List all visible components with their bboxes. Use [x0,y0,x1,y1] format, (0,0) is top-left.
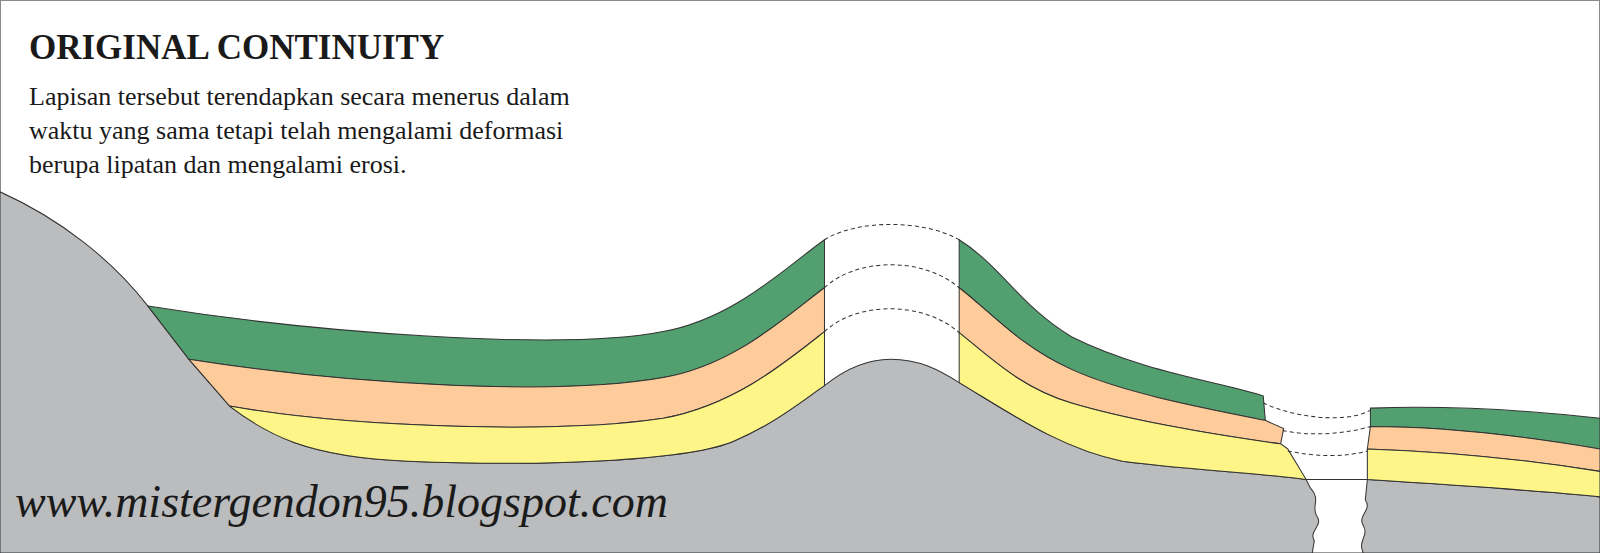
yellow-layer [1367,449,1600,497]
yellow-layer [230,332,825,464]
eroded-outline [824,224,1370,455]
watermark: www.mistergendon95.blogspot.com [15,474,668,530]
diagram-title: ORIGINAL CONTINUITY [29,27,444,69]
yellow-layer [959,333,1306,480]
erosion-crack [1306,480,1367,553]
basement-rock [0,192,1600,553]
description-text: Lapisan tersebut terendapkan secara mene… [29,80,619,182]
